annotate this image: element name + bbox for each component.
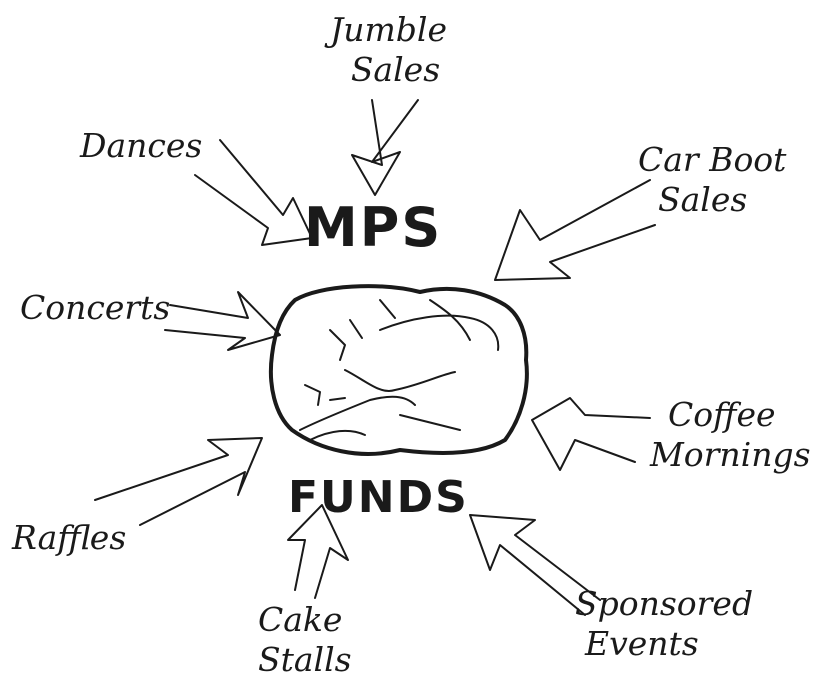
label-raffles: Raffles — [12, 518, 127, 557]
arrow-raffles — [94, 437, 263, 526]
label-cake-stalls: Cake Stalls — [258, 600, 352, 679]
label-car-boot-sales: Car Boot Sales — [638, 140, 787, 219]
center-bottom-label: FUNDS — [288, 472, 469, 523]
arrow-concerts — [164, 291, 281, 351]
arrow-car-boot-sales — [494, 179, 656, 281]
center-top-label: MPS — [304, 196, 443, 259]
arrow-dances — [194, 139, 313, 246]
arrow-sponsored-events — [469, 514, 601, 616]
arrow-cake-stalls — [287, 504, 349, 599]
label-dances: Dances — [80, 126, 203, 165]
handshake-illustration — [268, 284, 529, 456]
label-coffee-mornings: Coffee Mornings — [650, 395, 811, 474]
arrow-coffee-mornings — [531, 397, 651, 471]
label-concerts: Concerts — [20, 288, 171, 327]
arrow-jumble-sales — [351, 99, 419, 196]
label-sponsored-events: Sponsored Events — [575, 584, 754, 663]
label-jumble-sales: Jumble Sales — [330, 10, 447, 89]
